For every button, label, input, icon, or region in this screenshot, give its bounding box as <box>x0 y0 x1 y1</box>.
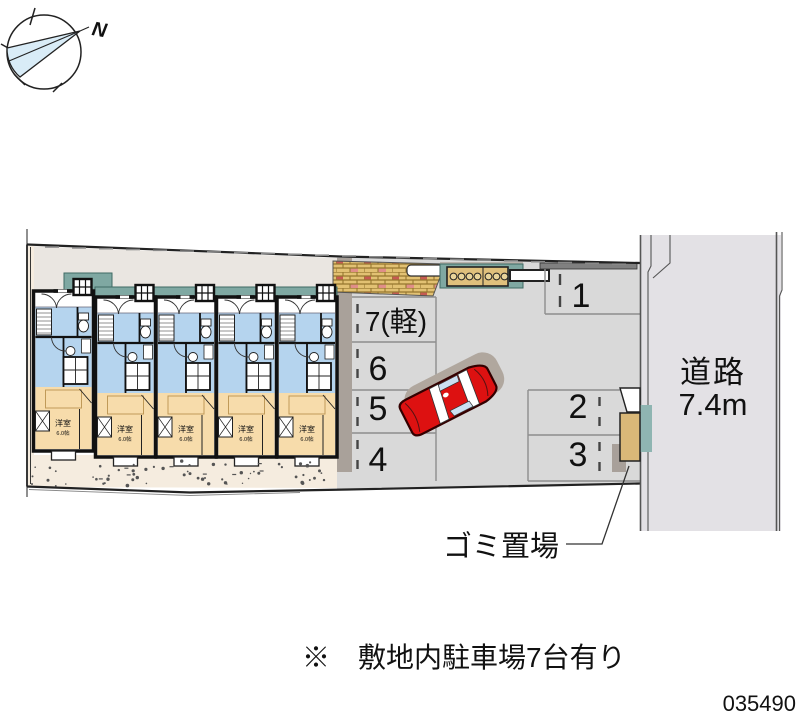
road-width-label: 7.4m <box>679 387 748 422</box>
space-label-5: 5 <box>369 390 388 428</box>
boundary-ticks <box>45 246 626 265</box>
frontage-structures <box>332 260 638 297</box>
svg-text:洋室: 洋室 <box>117 424 133 434</box>
plan-number: 035490 <box>723 691 796 716</box>
svg-text:洋室: 洋室 <box>55 418 71 428</box>
note-text: ※ 敷地内駐車場7台有り <box>302 642 626 673</box>
parking-dashes <box>356 274 601 471</box>
site-boundary <box>26 229 641 497</box>
space-label-6: 6 <box>369 350 388 388</box>
room-labels: 洋室 6.0帖 洋室 6.0帖 洋室 6.0帖 洋室 6.0帖 洋室 6.0帖 <box>55 418 315 443</box>
building: 洋室 6.0帖 洋室 6.0帖 洋室 6.0帖 洋室 6.0帖 洋室 6.0帖 <box>31 272 339 468</box>
svg-text:洋室: 洋室 <box>299 424 315 434</box>
svg-text:6.0帖: 6.0帖 <box>239 435 253 443</box>
garbage-box <box>619 412 641 462</box>
space-label-4: 4 <box>369 441 388 479</box>
planter <box>406 264 446 277</box>
svg-text:6.0帖: 6.0帖 <box>56 429 70 437</box>
sign-board <box>509 269 550 282</box>
road-label: 道路 <box>680 355 746 390</box>
space-label-1: 1 <box>572 277 591 315</box>
garbage-label: ゴミ置場 <box>443 530 559 563</box>
road: 道路 7.4m <box>639 232 783 531</box>
cycle-rack-slots <box>449 272 509 281</box>
svg-text:6.0帖: 6.0帖 <box>179 435 193 443</box>
north-label: N <box>90 18 109 42</box>
garbage-leader-line <box>566 465 630 545</box>
svg-text:6.0帖: 6.0帖 <box>118 435 132 443</box>
svg-text:洋室: 洋室 <box>178 424 194 434</box>
space-label-3: 3 <box>569 436 588 474</box>
svg-text:洋室: 洋室 <box>238 424 254 434</box>
compass: N <box>0 7 109 93</box>
space-label-2: 2 <box>569 388 588 426</box>
sand-speckles <box>31 459 326 488</box>
space-label-7: 7(軽) <box>365 306 427 337</box>
car <box>398 352 505 437</box>
parking-numbers: 7(軽) 6 5 4 1 2 3 <box>365 277 591 479</box>
svg-text:6.0帖: 6.0帖 <box>300 435 314 443</box>
garbage-area <box>566 387 652 545</box>
